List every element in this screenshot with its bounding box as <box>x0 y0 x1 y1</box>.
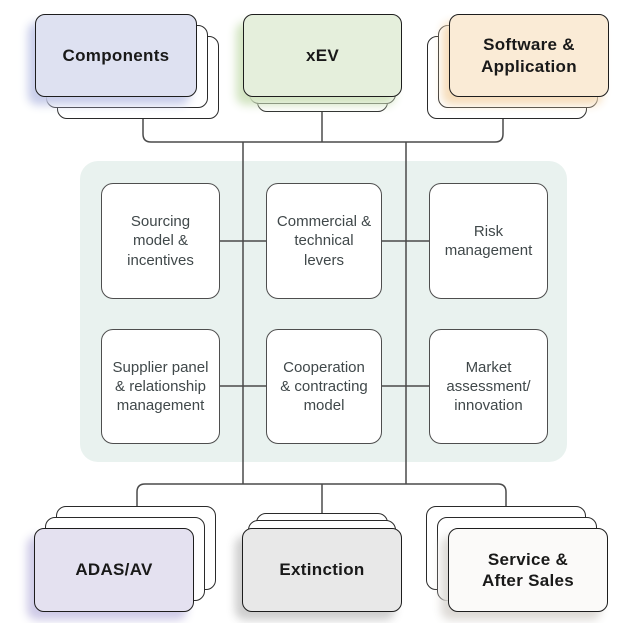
lever-box-risk-label: Risk management <box>444 222 533 259</box>
card-xev-label: xEV <box>305 45 340 65</box>
lever-box-sourcing-label: Sourcing model & incentives <box>127 213 194 269</box>
lever-box-risk: Risk management <box>429 183 548 299</box>
lever-box-cooperation: Cooperation & contracting model <box>266 329 382 444</box>
card-components: Components <box>35 14 197 97</box>
card-extinction-label: Extinction <box>279 560 365 580</box>
top-bus-line <box>142 103 504 143</box>
card-adas-av: ADAS/AV <box>34 528 194 612</box>
card-extinction: Extinction <box>242 528 402 612</box>
card-service-after-sales-label: Service & After Sales <box>481 549 575 590</box>
card-software-application: Software & Application <box>449 14 609 97</box>
lever-box-commercial-label: Commercial & technical levers <box>276 213 372 269</box>
card-software-application-label: Software & Application <box>481 35 577 76</box>
lever-box-cooperation-label: Cooperation & contracting model <box>280 358 368 415</box>
lever-box-commercial: Commercial & technical levers <box>266 183 382 299</box>
card-components-label: Components <box>62 45 170 65</box>
lever-box-supplier-panel: Supplier panel & relationship management <box>101 329 220 444</box>
card-service-after-sales: Service & After Sales <box>448 528 608 612</box>
lever-box-supplier-panel-label: Supplier panel & relationship management <box>112 358 209 415</box>
card-xev: xEV <box>243 14 402 97</box>
lever-box-market: Market assessment/ innovation <box>429 329 548 444</box>
lever-box-sourcing: Sourcing model & incentives <box>101 183 220 299</box>
lever-box-market-label: Market assessment/ innovation <box>446 358 531 415</box>
card-adas-av-label: ADAS/AV <box>75 560 153 580</box>
